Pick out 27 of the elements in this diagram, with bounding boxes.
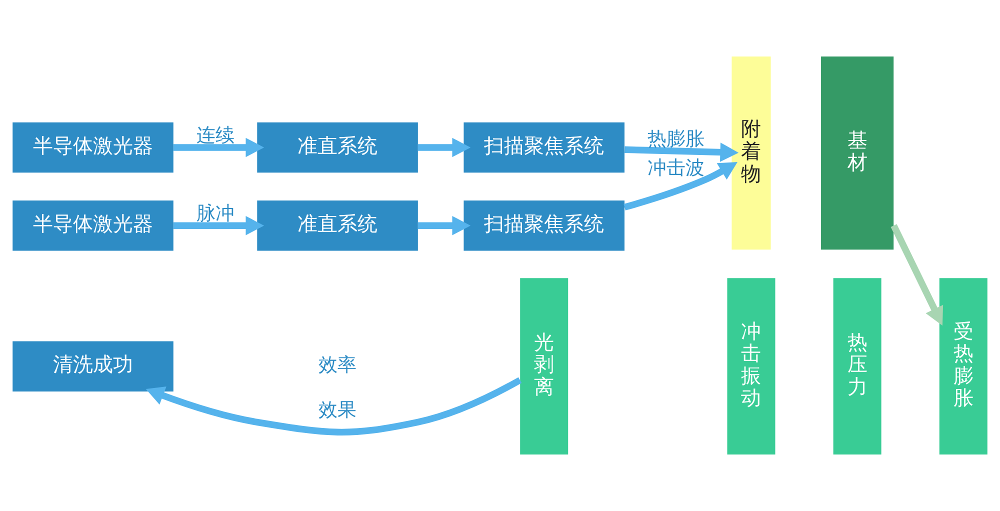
node-box: 光剥离	[520, 278, 568, 455]
node-box: 清洗成功	[12, 341, 174, 392]
node-box: 准直系统	[257, 122, 418, 173]
edge-label: 效果	[318, 399, 357, 422]
node-box: 半导体激光器	[12, 122, 174, 173]
arrow	[890, 224, 944, 326]
edge-label: 冲击波	[647, 156, 704, 179]
arrow	[624, 162, 738, 210]
node-box: 冲击振动	[727, 278, 776, 455]
arrow	[173, 138, 264, 158]
edge-label: 连续	[196, 124, 234, 146]
label: 效率	[318, 354, 357, 376]
arrow	[418, 216, 471, 236]
arrow	[146, 377, 522, 436]
node-box: 热压力	[833, 278, 882, 455]
node-box: 半导体激光器	[12, 200, 174, 251]
arrow	[624, 142, 739, 162]
node-box: 扫描聚焦系统	[464, 122, 624, 173]
edge-label: 脉冲	[196, 202, 234, 225]
arrow	[418, 138, 471, 158]
node-box: 扫描聚焦系统	[464, 200, 624, 251]
node-box: 受热膨胀	[939, 278, 988, 455]
node-box: 附着物	[732, 56, 771, 250]
node-box: 基材	[821, 56, 894, 250]
arrow	[173, 216, 264, 236]
edge-label: 热膨胀	[647, 128, 704, 150]
node-box: 准直系统	[257, 200, 418, 251]
